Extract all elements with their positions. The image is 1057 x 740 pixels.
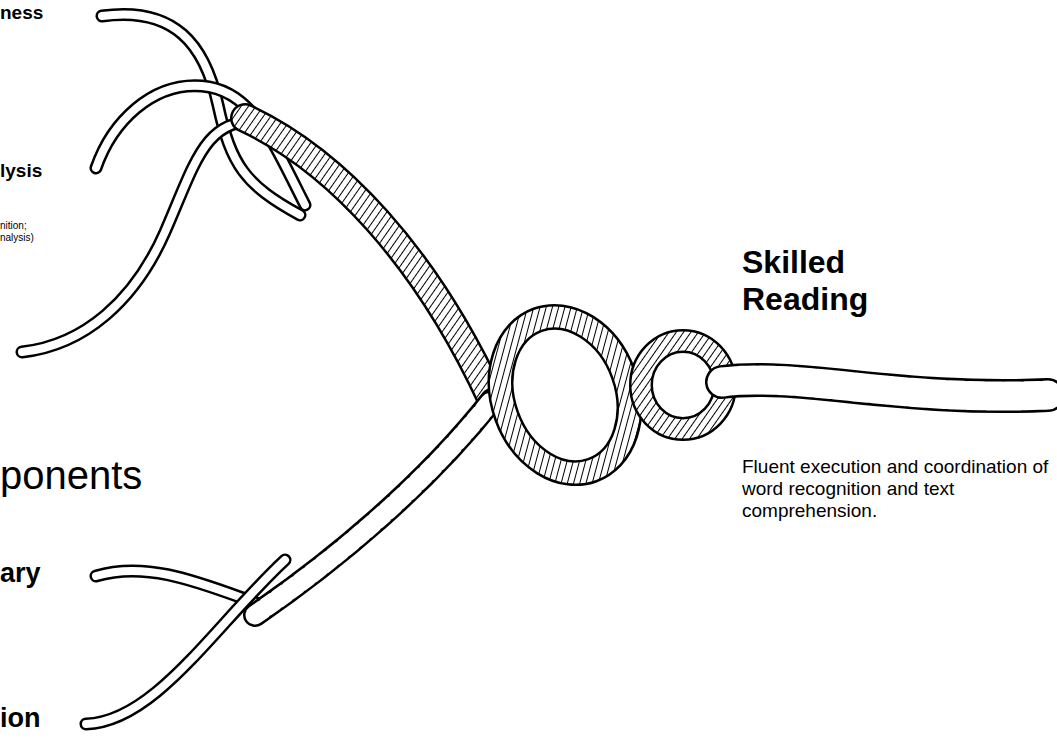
outcome-description: Fluent execution and coordination of wor…: [742, 456, 1054, 522]
strand-outline: [86, 560, 285, 724]
section-heading: ponents: [0, 452, 142, 498]
strand-outline: [22, 121, 262, 352]
rope-outline: [245, 118, 492, 400]
rope-texture: [245, 118, 492, 400]
rope-loop: [479, 299, 650, 492]
strand-label: lysis: [0, 160, 42, 182]
strand-label: ion: [0, 703, 41, 734]
braid-texture: [255, 400, 492, 615]
strand-note: nition; nalysis): [0, 220, 56, 243]
strand-label: ary: [0, 558, 41, 589]
braid-outline: [255, 400, 492, 615]
rope-outline: [722, 380, 1048, 396]
outcome-heading: Skilled Reading: [742, 244, 932, 318]
rope-loop-texture: [479, 299, 650, 492]
strand-label: ness: [0, 2, 43, 24]
rope-texture: [722, 380, 1048, 396]
strand-fill: [86, 560, 285, 724]
strand-fill: [22, 121, 262, 352]
rope-strands: [22, 14, 1048, 724]
